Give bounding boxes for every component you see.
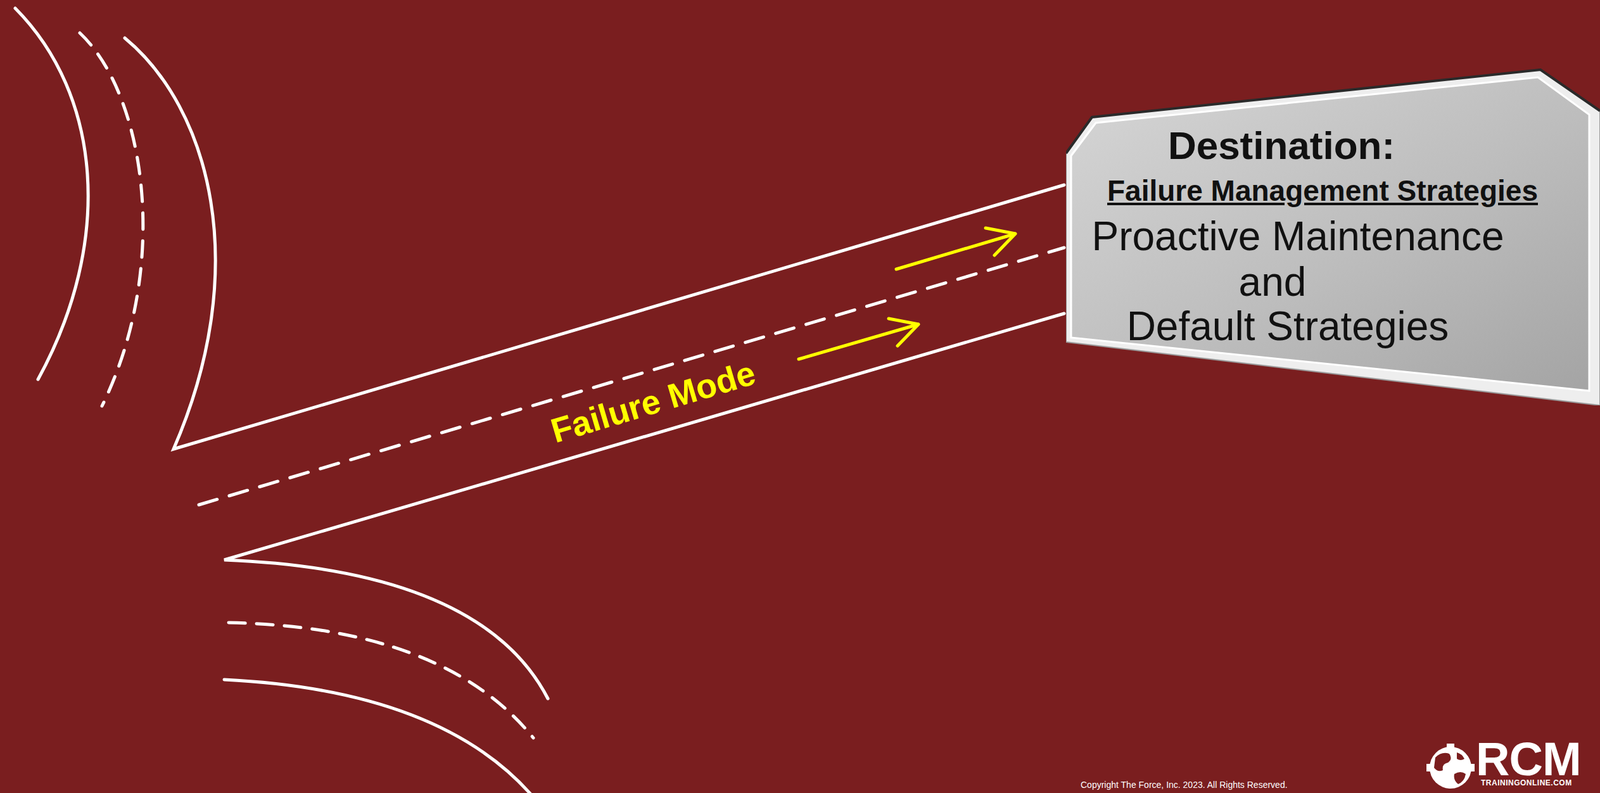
direction-arrow [896, 228, 1016, 270]
road-edge [224, 313, 1065, 699]
road-center-line [228, 622, 534, 738]
road-edge [224, 679, 536, 793]
sign-subheading: Failure Management Strategies [1107, 176, 1538, 206]
logo-text: RCM [1475, 736, 1581, 783]
sign-text: Proactive Maintenance [1091, 215, 1504, 257]
copyright-note: Copyright The Force, Inc. 2023. All Righ… [1080, 780, 1288, 790]
destination-sign: Destination: Failure Management Strategie… [1066, 66, 1600, 406]
sign-text: Default Strategies [1126, 305, 1450, 347]
sign-text: and [1238, 261, 1307, 303]
logo-icon [1426, 743, 1475, 789]
road-center-line [79, 32, 144, 407]
road-edge [15, 8, 89, 380]
road-label: Failure Mode [547, 355, 760, 448]
sign-heading: Destination: [1168, 126, 1395, 166]
road-center-line [198, 247, 1065, 505]
logo-url: TRAININGONLINE.COM [1480, 779, 1573, 787]
direction-arrow [798, 318, 919, 360]
